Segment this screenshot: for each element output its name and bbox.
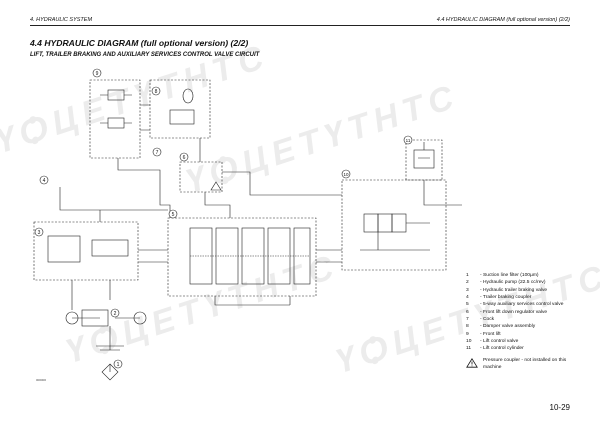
valve-block — [169, 109, 195, 125]
legend-item: 10- Lift control valve — [466, 339, 519, 345]
component-box-11 — [405, 139, 443, 181]
line — [96, 345, 124, 351]
callout-9: 9 — [92, 68, 102, 78]
line — [418, 142, 430, 159]
lift-cylinder — [413, 149, 435, 169]
legend-item: 3- Hydraulic trailer braking valve — [466, 287, 548, 293]
line — [138, 249, 342, 263]
line — [71, 280, 111, 372]
callout-7: 7 — [152, 147, 162, 157]
legend-item: 6- Front lift down regulator valve — [466, 309, 548, 315]
svg-text:10: 10 — [343, 172, 349, 177]
valve-block — [47, 235, 81, 263]
component-legend: 1- Suction line filter (100µm) 2- Hydrau… — [466, 272, 563, 353]
svg-text:8: 8 — [155, 89, 158, 95]
component-box-9 — [89, 79, 141, 159]
header-section: 4. HYDRAULIC SYSTEM — [30, 17, 93, 23]
pump-body — [81, 309, 109, 327]
svg-text:3: 3 — [38, 230, 41, 236]
warning-triangle-icon — [210, 181, 222, 191]
figure-code: 000000 — [36, 378, 47, 382]
callout-8: 8 — [151, 86, 161, 96]
component-box-5 — [167, 217, 317, 297]
svg-text:9: 9 — [96, 71, 99, 77]
line — [199, 138, 231, 218]
note-text: Pressure coupler - not installed on this… — [483, 358, 567, 370]
motor-symbol — [133, 311, 147, 325]
line — [59, 187, 168, 222]
legend-item: 2- Hydraulic pump (22.5 cc/rev) — [466, 280, 546, 286]
cylinder — [107, 89, 125, 101]
component-box-10 — [341, 179, 447, 271]
callout-4: 4 — [39, 175, 49, 185]
callout-6: 6 — [179, 152, 189, 162]
page-number: 10-29 — [549, 403, 570, 412]
warning-triangle-icon — [466, 358, 478, 368]
header-page-title: 4.4 HYDRAULIC DIAGRAM (full optional ver… — [436, 17, 570, 23]
legend-item: 8- Damper valve assembly — [466, 324, 536, 330]
callout-5: 5 — [168, 209, 178, 219]
line — [214, 296, 291, 306]
valve-block — [91, 239, 129, 257]
line — [100, 94, 132, 124]
valve-section — [215, 227, 239, 285]
component-box-8 — [149, 79, 211, 139]
svg-text:1: 1 — [117, 362, 120, 368]
callout-10: 10 — [341, 169, 351, 179]
pump-symbol — [65, 311, 79, 325]
svg-text:4: 4 — [43, 178, 46, 184]
legend-item: 7- Cock — [466, 317, 495, 323]
legend-item: 9- Front lift — [466, 331, 501, 337]
callout-1: 1 — [113, 359, 123, 369]
header-divider — [30, 25, 570, 26]
svg-text:5: 5 — [172, 212, 175, 218]
line — [117, 104, 171, 218]
callout-11: 11 — [403, 135, 413, 145]
legend-item: 1- Suction line filter (100µm) — [466, 273, 539, 278]
legend-item: 5- 5-way auxiliary services control valv… — [466, 302, 564, 308]
filter-symbol — [101, 363, 119, 381]
component-box-6 — [179, 161, 223, 193]
spool — [377, 213, 393, 233]
callout-3: 3 — [34, 227, 44, 237]
line — [360, 222, 430, 251]
svg-text:7: 7 — [156, 150, 159, 156]
spool — [363, 213, 379, 233]
cylinder — [107, 117, 125, 129]
pressure-coupler-note: Pressure coupler - not installed on this… — [466, 358, 578, 371]
line — [222, 171, 462, 206]
spool — [391, 213, 407, 233]
page-title: 4.4 HYDRAULIC DIAGRAM (full optional ver… — [30, 38, 249, 48]
callout-2: 2 — [110, 308, 120, 318]
svg-text:2: 2 — [114, 311, 117, 317]
legend-item: 4- Trailer braking coupler — [466, 295, 532, 301]
page-subtitle: LIFT, TRAILER BRAKING AND AUXILIARY SERV… — [30, 52, 260, 58]
component-box-3 — [33, 221, 139, 281]
legend-item: 11- Lift control cylinder — [466, 346, 524, 352]
svg-text:6: 6 — [183, 155, 186, 161]
svg-text:11: 11 — [406, 138, 411, 143]
accumulator — [182, 88, 194, 104]
